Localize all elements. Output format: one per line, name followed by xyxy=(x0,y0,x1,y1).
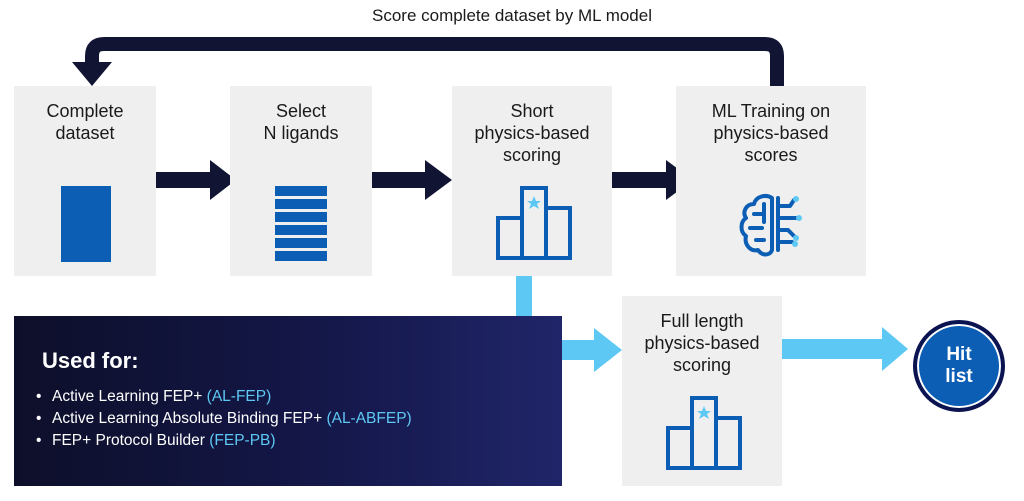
arrow-2 xyxy=(371,160,452,200)
list-icon xyxy=(275,186,327,261)
step-short-scoring: Short physics-based scoring xyxy=(452,86,612,276)
item-text: FEP+ Protocol Builder xyxy=(52,432,210,449)
brain-circuit-icon xyxy=(739,194,802,257)
used-for-heading: Used for: xyxy=(42,348,139,373)
item-text: Active Learning FEP+ xyxy=(52,388,207,405)
step-title: Select N ligands xyxy=(263,101,339,143)
feedback-arrow-head xyxy=(72,62,112,86)
document-icon xyxy=(61,186,111,262)
step-title: ML Training on physics-based scores xyxy=(711,101,831,165)
arrow-1 xyxy=(156,160,236,200)
step-title: Short physics-based scoring xyxy=(474,101,590,165)
item-abbr: (FEP-PB) xyxy=(209,432,276,449)
hit-list-badge: Hit list xyxy=(913,320,1005,412)
item-abbr: (AL-ABFEP) xyxy=(326,410,412,427)
used-for-list: •Active Learning FEP+ (AL-FEP) •Active L… xyxy=(36,386,412,452)
step-complete-dataset: Complete dataset xyxy=(14,86,156,276)
bar-chart-star-icon xyxy=(496,186,572,260)
step-full-scoring: Full length physics-based scoring xyxy=(622,296,782,486)
step-ml-training: ML Training on physics-based scores xyxy=(676,86,866,276)
bar-chart-star-icon xyxy=(666,396,742,470)
list-item: •FEP+ Protocol Builder (FEP-PB) xyxy=(36,432,276,449)
used-for-panel: Used for: •Active Learning FEP+ (AL-FEP)… xyxy=(14,316,562,486)
list-item: •Active Learning FEP+ (AL-FEP) xyxy=(36,388,272,405)
step-title: Full length physics-based scoring xyxy=(644,311,760,375)
arrow-to-hitlist xyxy=(782,327,908,371)
step-select-ligands: Select N ligands xyxy=(230,86,372,276)
feedback-arrow xyxy=(85,37,784,86)
list-item: •Active Learning Absolute Binding FEP+ (… xyxy=(36,410,412,427)
step-title: Complete dataset xyxy=(46,101,124,143)
item-abbr: (AL-FEP) xyxy=(206,388,272,405)
item-text: Active Learning Absolute Binding FEP+ xyxy=(52,410,327,427)
feedback-caption: Score complete dataset by ML model xyxy=(371,6,652,25)
